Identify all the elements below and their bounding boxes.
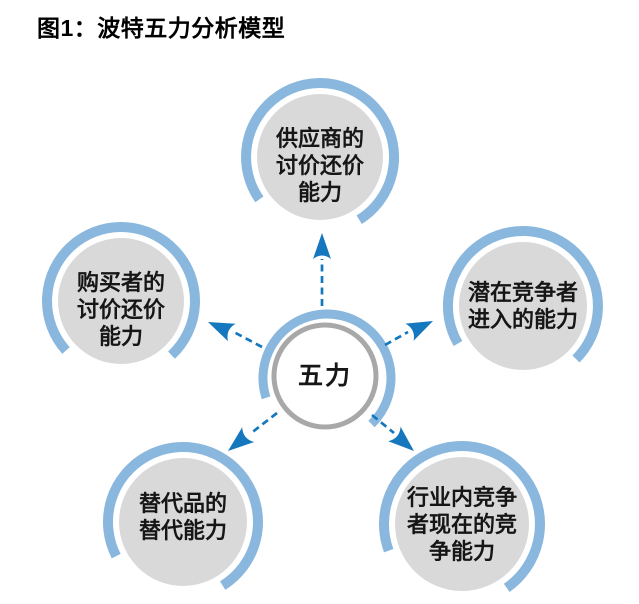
node-label-new-entrants: 潜在竞争者 进入的能力 <box>467 280 578 332</box>
arrowhead-substitutes <box>228 427 255 451</box>
node-arc-suppliers <box>241 78 400 225</box>
figure-title: 图1：波特五力分析模型 <box>37 15 286 41</box>
arrowhead-entrants <box>405 321 433 341</box>
node-circle-substitutes <box>119 458 247 586</box>
center-arc <box>258 309 396 428</box>
arrow-to-substitutes <box>228 411 278 451</box>
node-label-buyers: 购买者的 讨价还价 能力 <box>76 269 165 349</box>
arrow-to-buyers <box>208 322 263 349</box>
arrow-to-suppliers <box>313 233 331 306</box>
arrow-line-entrants <box>384 330 409 347</box>
arrowhead-buyers <box>208 322 236 342</box>
node-arc-entrants <box>443 225 603 363</box>
node-arc-buyers <box>42 222 200 359</box>
node-circle-entrants <box>459 242 587 370</box>
center-label: 五力 <box>297 361 352 390</box>
arrow-to-rivals <box>371 413 414 451</box>
node-arc-rivals <box>379 441 545 592</box>
node-circle-buyers <box>58 238 184 364</box>
arrow-to-entrants <box>384 321 433 347</box>
node-label-rivals: 行业内竞争 者现在的竞 争能力 <box>406 484 517 564</box>
node-label-substitutes: 替代品的 替代能力 <box>138 491 227 543</box>
node-label-suppliers: 供应商的 讨价还价 能力 <box>275 125 364 205</box>
node-circle-rivals <box>395 457 529 591</box>
arrow-line-substitutes <box>249 411 278 436</box>
node-circle-suppliers <box>257 94 383 220</box>
arrow-line-buyers <box>231 329 263 349</box>
arrowhead-suppliers <box>313 233 331 259</box>
center-circle <box>271 322 379 430</box>
arrowhead-rivals <box>388 426 414 451</box>
node-arc-substitutes <box>102 442 263 590</box>
arrow-line-rivals <box>371 413 395 435</box>
